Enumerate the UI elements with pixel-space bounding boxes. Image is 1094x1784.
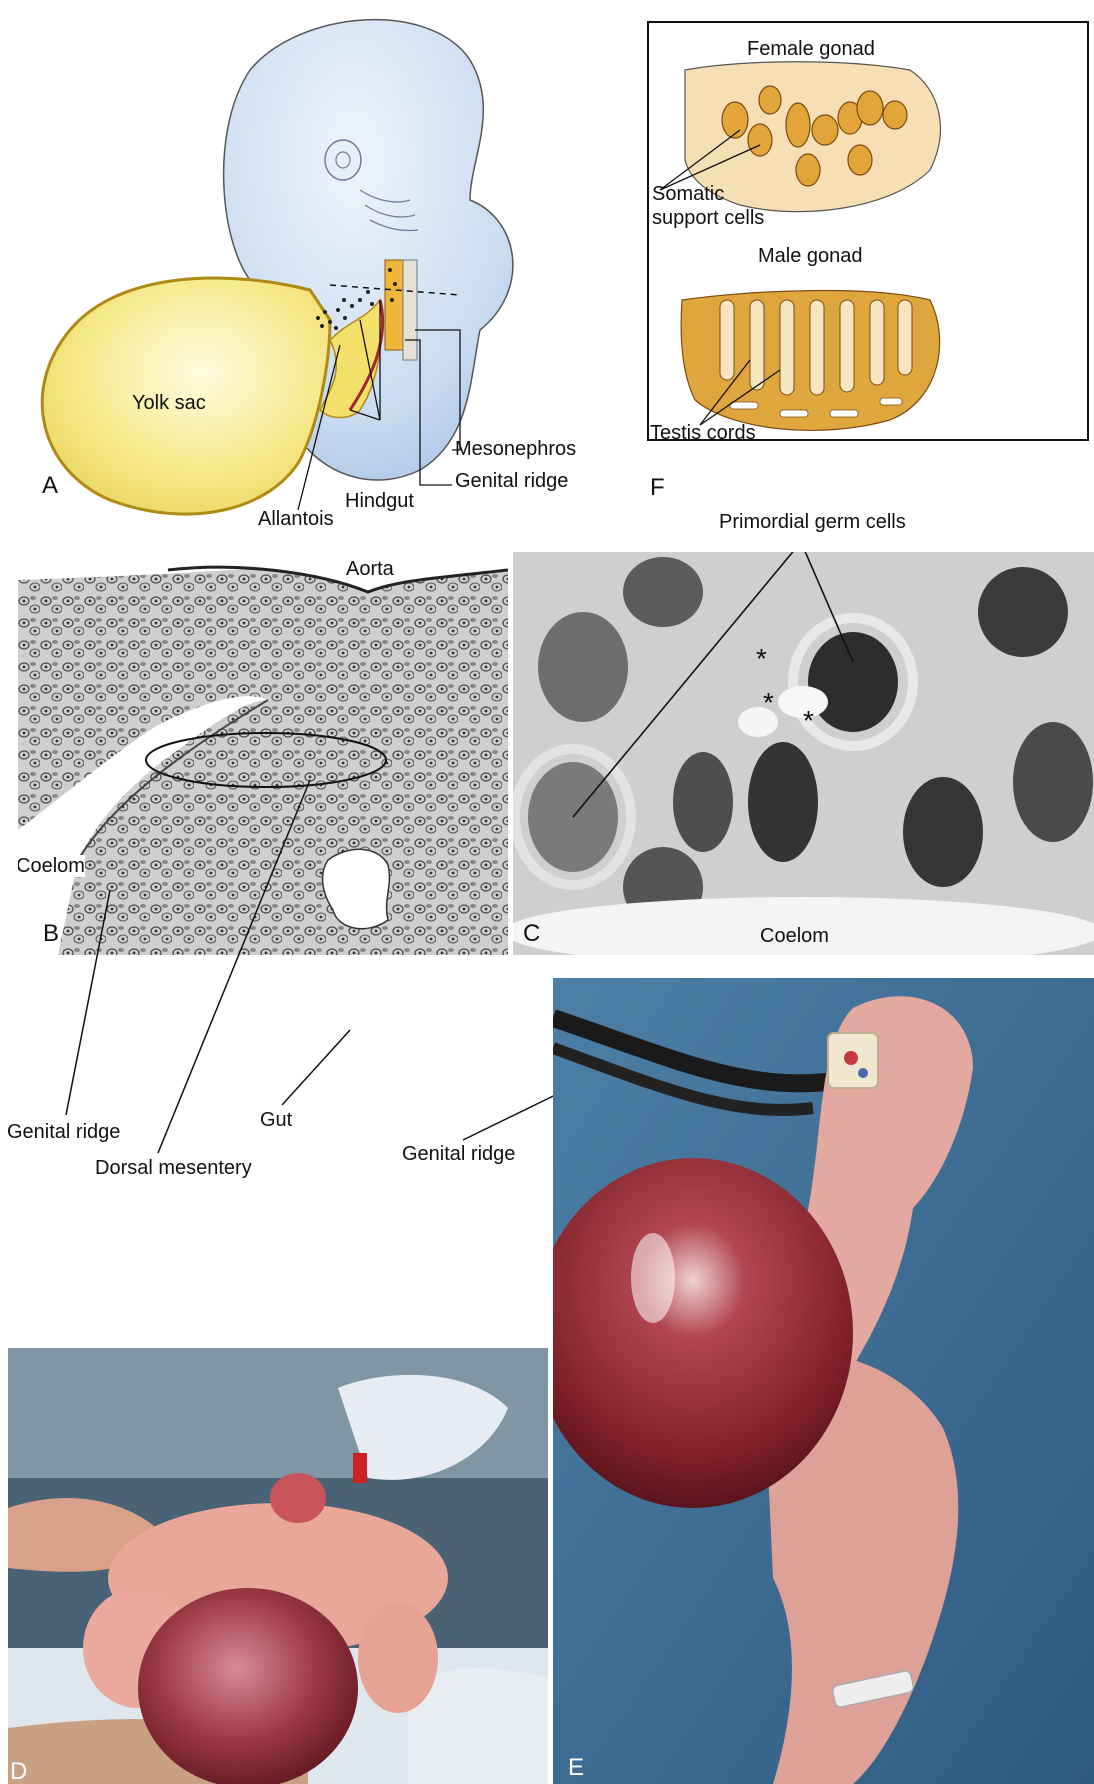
label-hindgut: Hindgut [345, 490, 414, 512]
label-testis-cords: Testis cords [650, 422, 756, 444]
photo-e-image [553, 978, 1094, 1784]
asterisk-3: * [803, 710, 814, 732]
label-somatic: Somatic [652, 183, 724, 205]
panel-letter-b: B [43, 920, 59, 948]
panel-letter-a: A [42, 472, 58, 500]
panel-letter-d: D [10, 1758, 27, 1784]
panel-f-gonads: Female gonad Somatic support cells Male … [640, 0, 1094, 530]
label-aorta: Aorta [346, 558, 394, 580]
label-female-gonad: Female gonad [747, 38, 875, 60]
label-yolk-sac: Yolk sac [132, 392, 206, 414]
label-allantois: Allantois [258, 508, 334, 530]
label-male-gonad: Male gonad [758, 245, 863, 267]
gonad-drawing [640, 0, 1094, 530]
label-genital-ridge-a: Genital ridge [455, 470, 568, 492]
label-mesonephros: Mesonephros [455, 438, 576, 460]
asterisk-2: * [763, 692, 774, 714]
label-genital-ridge-b: Genital ridge [7, 1121, 120, 1143]
photo-d-image [8, 1348, 548, 1784]
label-support-cells: support cells [652, 207, 764, 229]
label-primordial-germ-cells: Primordial germ cells [719, 511, 906, 533]
label-gut: Gut [260, 1109, 292, 1131]
panel-letter-f: F [650, 474, 665, 502]
asterisk-1: * [756, 648, 767, 670]
panel-letter-c: C [523, 920, 540, 948]
panel-a-embryo-illustration: Yolk sac Mesonephros Genital ridge Hindg… [0, 0, 640, 530]
micrograph-c-image [513, 552, 1094, 955]
label-coelom-c: Coelom [760, 925, 829, 947]
panel-b-histology: Aorta Coelom B [18, 550, 508, 955]
panel-c-micrograph: * * * Coelom C [513, 552, 1094, 955]
panel-letter-e: E [568, 1754, 584, 1782]
label-genital-ridge-c: Genital ridge [402, 1143, 515, 1165]
histology-b-image [18, 550, 508, 955]
label-coelom-b: Coelom [18, 855, 85, 877]
panel-e-photo: E [553, 978, 1094, 1784]
panel-d-photo: D [8, 1348, 548, 1784]
label-dorsal-mesentery: Dorsal mesentery [95, 1157, 252, 1179]
